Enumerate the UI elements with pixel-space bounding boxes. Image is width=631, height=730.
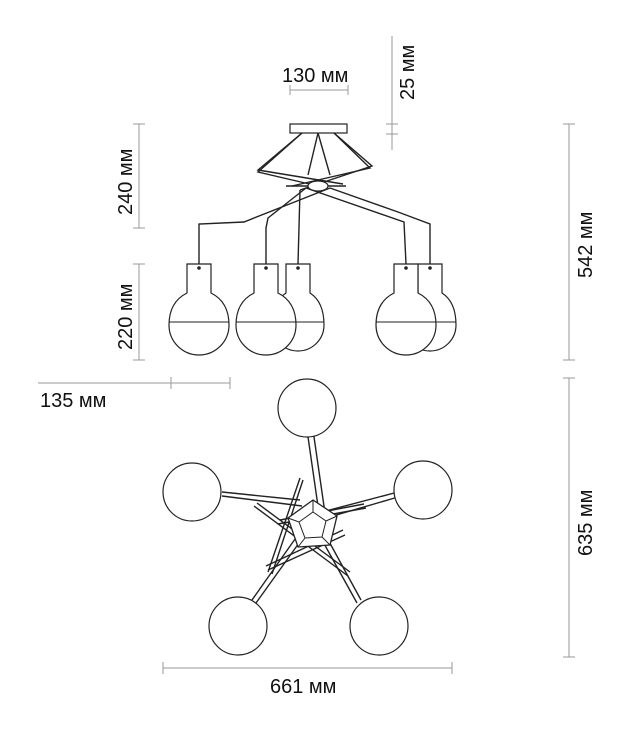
arm-rod <box>317 132 331 176</box>
arm-rod <box>312 429 327 521</box>
label-shade-diameter: 135 мм <box>40 390 106 412</box>
pendant-shade <box>168 263 230 356</box>
arm-rod <box>321 539 358 604</box>
star-rod <box>267 477 301 573</box>
side-view <box>168 123 457 356</box>
globe-shade <box>393 460 453 520</box>
arm-rod <box>221 491 301 501</box>
arm-rod <box>256 132 319 187</box>
label-canopy-height: 25 мм <box>397 45 419 100</box>
globe-shade <box>349 596 409 656</box>
arm-rod <box>291 132 372 187</box>
globe-shade <box>277 378 337 438</box>
label-shade-height: 220 мм <box>115 284 137 350</box>
label-total-height: 542 мм <box>575 212 597 278</box>
globe-shade <box>208 596 268 656</box>
label-plan-depth: 635 мм <box>575 490 597 556</box>
arm-rod <box>305 187 407 265</box>
arm-rod <box>329 187 431 264</box>
label-canopy-width: 130 мм <box>282 65 348 87</box>
hub <box>307 180 329 192</box>
pendant-shade <box>235 263 297 356</box>
canopy-plate <box>289 123 348 134</box>
hub-pentagon <box>287 499 338 548</box>
arm-rod <box>198 187 331 264</box>
arm-rod <box>256 132 344 185</box>
star-rod <box>271 479 304 575</box>
hub-inner <box>298 511 327 539</box>
arm-rod <box>325 496 399 519</box>
arm-rod <box>265 187 307 264</box>
arm-rod <box>255 535 305 604</box>
globe-shade <box>162 462 222 522</box>
dimension-lines <box>38 36 575 674</box>
label-plan-width: 661 мм <box>270 676 336 698</box>
dimension-labels: 130 мм 25 мм 240 мм 220 мм 542 мм 135 мм… <box>40 45 597 698</box>
star-rod <box>267 534 346 571</box>
arm-rod <box>297 189 301 265</box>
arm-rod <box>221 495 303 507</box>
plan-view <box>162 378 453 656</box>
label-arm-height: 240 мм <box>115 149 137 215</box>
arm-rod <box>321 491 399 513</box>
arm-rod <box>307 132 319 176</box>
pendant-shade <box>375 263 437 356</box>
